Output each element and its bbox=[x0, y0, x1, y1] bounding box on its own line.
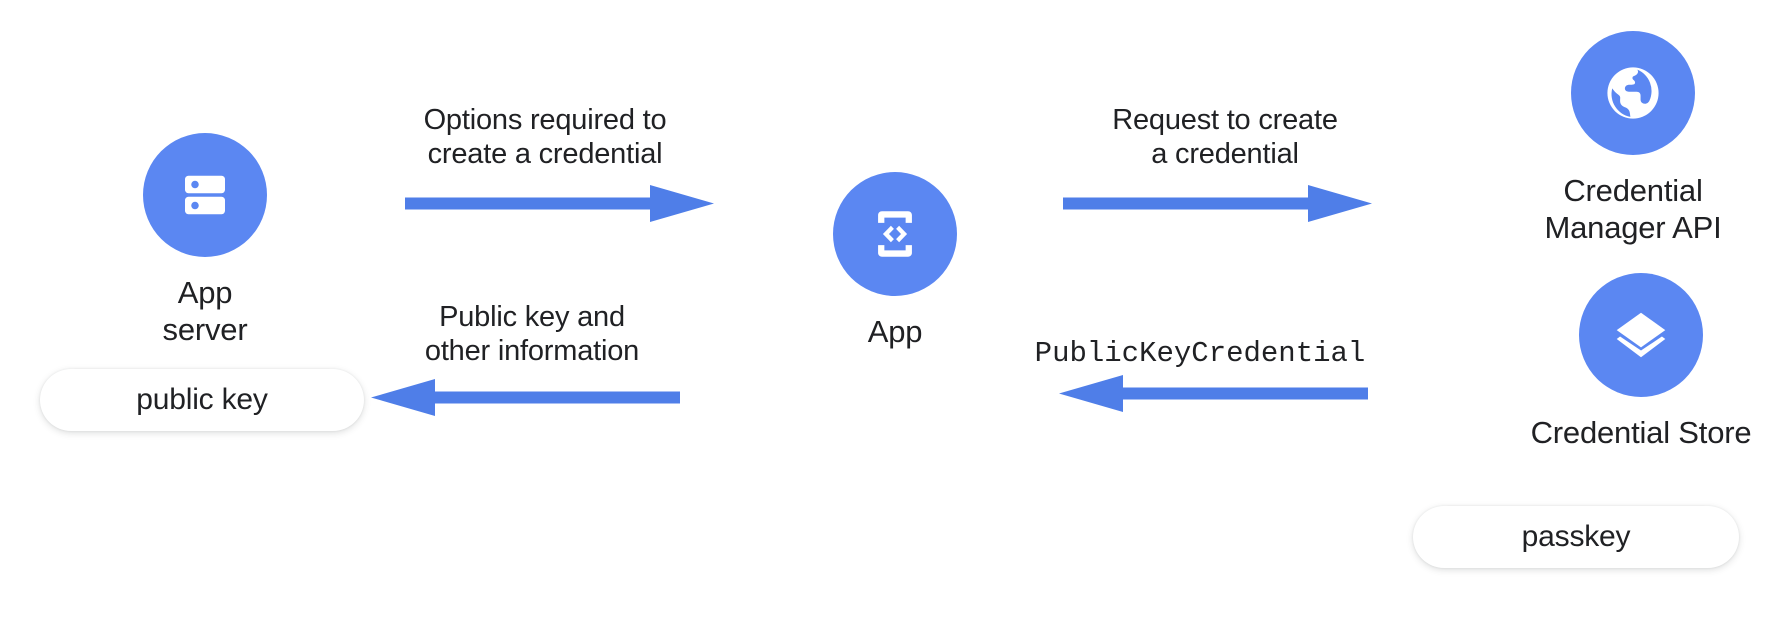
passkey-pill: passkey bbox=[1413, 506, 1739, 568]
public-key-pill-label: public key bbox=[136, 383, 268, 416]
arrow-request-to-create bbox=[1063, 185, 1372, 222]
app-server-icon-circle bbox=[143, 133, 267, 257]
arrow-public-key-and-other-information bbox=[371, 379, 680, 416]
server-icon bbox=[175, 165, 235, 225]
node-label-credential-store: Credential Store bbox=[1530, 415, 1752, 450]
passkey-pill-label: passkey bbox=[1521, 520, 1631, 553]
node-label-app-server: App server bbox=[162, 275, 248, 347]
arrow-label-request-to-create: Request to create a credential bbox=[1112, 104, 1338, 170]
node-credential-manager-api: Credential Manager API bbox=[1508, 31, 1758, 246]
node-credential-store: Credential Store bbox=[1516, 273, 1766, 452]
node-app-server: App server bbox=[143, 133, 267, 348]
node-label-credential-manager-api: Credential Manager API bbox=[1544, 173, 1722, 245]
public-key-pill: public key bbox=[40, 369, 364, 431]
arrow-public-key-credential bbox=[1059, 375, 1368, 412]
node-label-app: App bbox=[867, 314, 923, 349]
app-icon-circle bbox=[833, 172, 957, 296]
layers-icon bbox=[1610, 304, 1672, 366]
arrow-label-options-required: Options required to create a credential bbox=[423, 104, 667, 170]
mobile-code-icon bbox=[866, 205, 924, 263]
credential-manager-api-icon-circle bbox=[1571, 31, 1695, 155]
credential-store-icon-circle bbox=[1579, 273, 1703, 397]
arrow-options-required bbox=[405, 185, 714, 222]
globe-icon bbox=[1600, 60, 1666, 126]
node-app: App bbox=[833, 172, 957, 351]
arrow-label-public-key-credential: PublicKeyCredential bbox=[1034, 337, 1366, 370]
arrow-label-public-key-and-other-information: Public key and other information bbox=[424, 301, 640, 367]
